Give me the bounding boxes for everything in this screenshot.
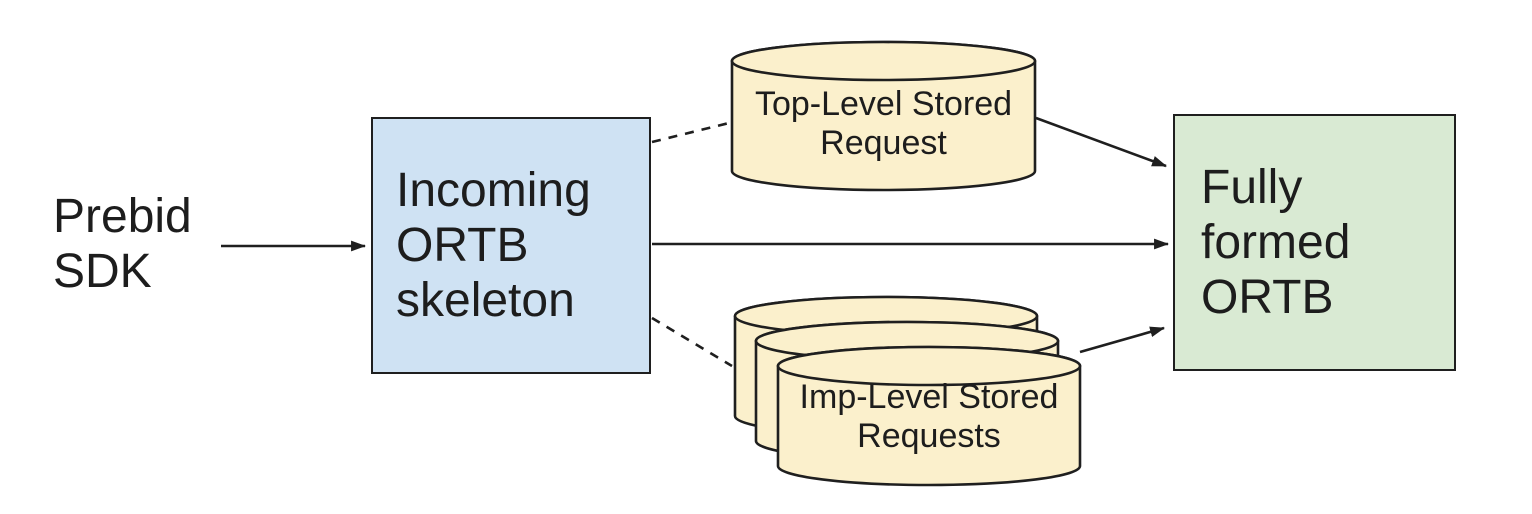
top-stored-cylinder-lid [730,40,1037,82]
edge-incoming-to-imp-stored [651,316,733,368]
node-incoming-ortb-skeleton: Incoming ORTB skeleton [371,117,651,374]
node-fully-formed-ortb: Fully formed ORTB [1173,114,1456,371]
imp-stored-cylinder-stack-shape [733,295,1082,487]
top-stored-cylinder-shape [730,40,1037,192]
edge-incoming-to-top-stored [651,121,730,144]
top-stored-request-label: Top-Level Stored Request [754,85,1013,162]
fully-formed-ortb-label: Fully formed ORTB [1201,161,1351,324]
edge-imp-stored-to-fully-formed [1079,326,1166,354]
node-prebid-sdk: Prebid SDK [53,190,192,298]
imp-stored-requests-label: Imp-Level Stored Requests [799,378,1059,455]
edge-top-stored-to-fully-formed [1035,116,1168,168]
imp-stored-cylinder-front [776,345,1082,487]
incoming-ortb-skeleton-label: Incoming ORTB skeleton [396,164,591,327]
